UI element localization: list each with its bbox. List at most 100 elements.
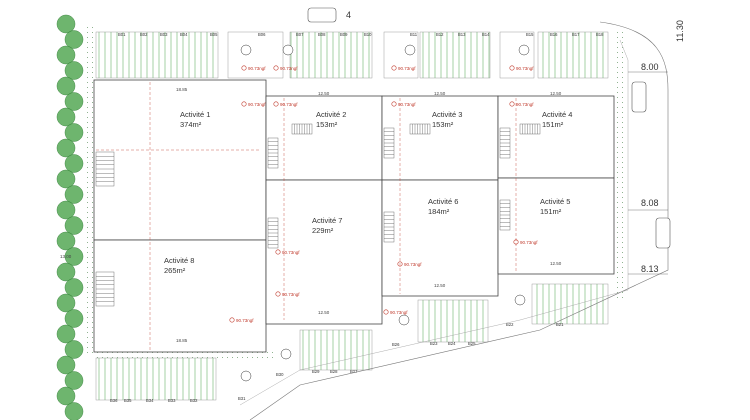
stair-icon xyxy=(95,151,115,187)
stair-icon xyxy=(95,123,541,307)
wheelchair-icon xyxy=(398,314,410,326)
parking-top-2 xyxy=(289,31,373,79)
bay-label: B01 xyxy=(118,32,126,37)
stair-icon xyxy=(291,123,313,135)
tree-icon xyxy=(56,355,76,375)
wheelchair-icon xyxy=(240,44,252,56)
road-width-1: 8.00 xyxy=(641,62,659,72)
unit-2-outline xyxy=(265,95,383,181)
bay-label: B04 xyxy=(180,32,188,37)
tree-row xyxy=(56,14,84,420)
svg-text:90.73ngf: 90.73ngf xyxy=(398,102,416,107)
level-marker: 90.73ngf xyxy=(273,101,298,107)
bay-label: B08 xyxy=(318,32,326,37)
unit-3-label: Activité 3 xyxy=(432,110,462,119)
unit-6-area: 184m² xyxy=(428,207,450,216)
access-zone-top-c xyxy=(499,31,535,79)
bay-label: B11 xyxy=(410,32,418,37)
bay-label: B13 xyxy=(458,32,466,37)
access-zone-top-a xyxy=(227,31,284,79)
dim-bottom-unit5: 12.50 xyxy=(550,261,562,266)
bay-label: B28 xyxy=(330,369,338,374)
wheelchair-icon xyxy=(240,370,252,382)
road-edge-outer xyxy=(249,21,669,420)
unit-8-area: 265m² xyxy=(164,266,186,275)
stair-icon xyxy=(95,271,115,307)
stair-icon xyxy=(519,123,541,135)
unit-4-label: Activité 4 xyxy=(542,110,572,119)
wheelchair-icon xyxy=(280,348,292,360)
bay-label: B30 xyxy=(276,372,284,377)
tree-icon xyxy=(64,402,84,420)
parking-bottom-4 xyxy=(531,283,609,325)
car-icon xyxy=(307,7,337,23)
level-marker: 90.73ngf xyxy=(509,65,534,71)
wheelchair-icon xyxy=(514,294,526,306)
level-marker: 90.73ngf xyxy=(513,239,538,245)
dim-top-unit1: 18.85 xyxy=(176,87,188,92)
bay-label: B03 xyxy=(160,32,168,37)
svg-text:90.73ngf: 90.73ngf xyxy=(248,66,266,71)
access-zone-top-b xyxy=(383,31,419,79)
wheelchair-icon xyxy=(404,44,416,56)
bay-label: B06 xyxy=(258,32,266,37)
parking-top-1 xyxy=(95,31,219,79)
bay-label: B24 xyxy=(448,341,456,346)
bay-label: B15 xyxy=(526,32,534,37)
dim-bottom-unit7: 12.50 xyxy=(318,310,330,315)
bay-label: B26 xyxy=(392,342,400,347)
unit-3-area: 153m² xyxy=(432,120,454,129)
bay-label: B21 xyxy=(556,322,564,327)
left-mark: 13.00 xyxy=(60,254,72,259)
tree-icon xyxy=(64,309,84,328)
green-strip-right xyxy=(614,30,626,300)
tree-icon xyxy=(56,293,76,313)
tree-icon xyxy=(56,386,76,406)
dim-bottom-unit8: 18.85 xyxy=(176,338,188,343)
unit-7-area: 229m² xyxy=(312,226,334,235)
svg-text:90.73ngf: 90.73ngf xyxy=(398,66,416,71)
parking-bottom-3 xyxy=(417,299,489,343)
tree-icon xyxy=(56,169,76,189)
unit-2-label: Activité 2 xyxy=(316,110,346,119)
stair-icon xyxy=(383,127,395,159)
unit-8-outline xyxy=(93,239,267,353)
tree-icon xyxy=(64,371,84,390)
unit-3-outline xyxy=(381,95,499,181)
bay-label: B32 xyxy=(190,398,198,403)
tree-icon xyxy=(56,324,76,344)
tree-icon xyxy=(64,247,84,266)
parking-top-4 xyxy=(537,31,609,79)
svg-text:90.73ngf: 90.73ngf xyxy=(516,102,534,107)
tree-icon xyxy=(56,45,76,65)
stair-icon xyxy=(499,127,511,159)
svg-text:90.73ngf: 90.73ngf xyxy=(280,66,298,71)
level-marker: 90.73ngf xyxy=(275,291,300,297)
bay-label: B07 xyxy=(296,32,304,37)
dim-top-unit3: 12.50 xyxy=(434,91,446,96)
bay-label: B18 xyxy=(596,32,604,37)
tree-icon xyxy=(64,123,84,142)
unit-7-label: Activité 7 xyxy=(312,216,342,225)
unit-6-outline xyxy=(381,179,499,297)
tree-icon xyxy=(56,231,76,251)
svg-text:90.73ngf: 90.73ngf xyxy=(282,250,300,255)
bay-label: B25 xyxy=(468,341,476,346)
parking-bottom-2 xyxy=(299,329,373,371)
road-width-2: 8.08 xyxy=(641,198,659,208)
svg-text:90.73ngf: 90.73ngf xyxy=(516,66,534,71)
svg-text:90.73ngf: 90.73ngf xyxy=(404,262,422,267)
unit-1-area: 374m² xyxy=(180,120,202,129)
unit-5-label: Activité 5 xyxy=(540,197,570,206)
bay-label: B34 xyxy=(146,398,154,403)
svg-text:90.73ngf: 90.73ngf xyxy=(282,292,300,297)
axis-lines xyxy=(96,82,517,350)
tree-icon xyxy=(64,61,84,80)
green-strip-bottom xyxy=(95,350,275,358)
bay-label: B10 xyxy=(364,32,372,37)
level-marker: 90.73ngf xyxy=(273,65,298,71)
dim-top-unit4: 12.50 xyxy=(550,91,562,96)
parking-bottom-1 xyxy=(95,357,217,401)
tree-icon xyxy=(64,154,84,173)
